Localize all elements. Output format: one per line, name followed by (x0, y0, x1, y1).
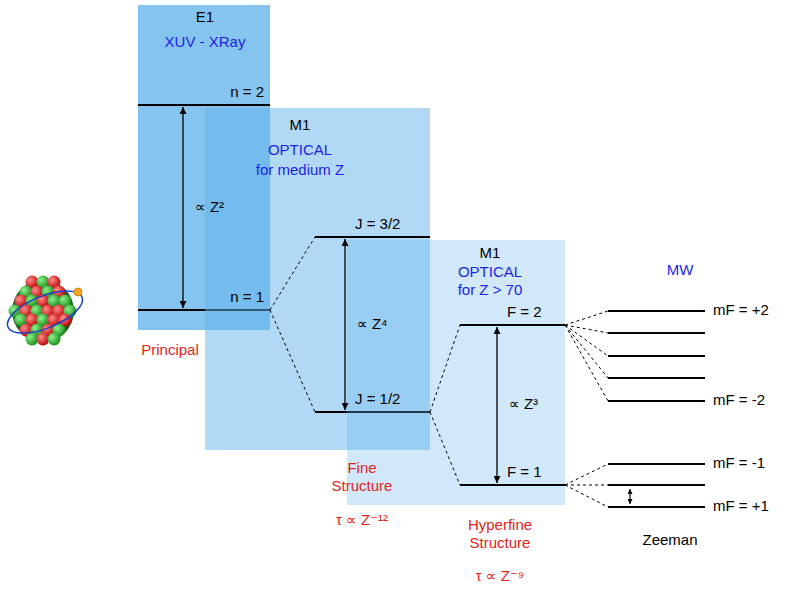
level-label: mF = -1 (713, 454, 765, 472)
text-slot: XUV - XRay (105, 33, 305, 51)
illustration-part (565, 325, 608, 356)
transition-type: M1 (390, 244, 590, 262)
structure-name: Fine Structure (320, 459, 405, 495)
dashed-connector (270, 237, 315, 310)
level-label: F = 1 (507, 463, 542, 481)
text-slot: Principal (70, 341, 270, 359)
illustration-part (608, 355, 705, 357)
level-label: J = 1/2 (355, 390, 400, 408)
energy-level: F = 2 (460, 324, 565, 326)
scaling-label: ∝ Z³ (509, 395, 538, 413)
energy-level: J = 3/2 (315, 236, 430, 238)
text-slot: ∝ Z² (195, 198, 224, 216)
effect-name: Zeeman (610, 531, 730, 549)
energy-level: mF = -1 (608, 463, 705, 465)
text-slot: J = 3/2 (355, 215, 400, 233)
illustration-part (608, 377, 705, 379)
text-slot: ∝ Z⁴ (357, 315, 388, 333)
lifetime-scaling: τ ∝ Z⁻¹² (262, 511, 462, 529)
level-label: n = 2 (230, 83, 264, 101)
dashed-connector (430, 412, 460, 485)
illustration-part (2, 282, 88, 342)
text-slot: mF = +1 (713, 497, 769, 515)
dashed-connector (565, 311, 608, 325)
illustration-part (629, 489, 630, 504)
text-slot: M1 (200, 116, 400, 134)
structure-name: Principal (70, 341, 270, 359)
illustration-part (565, 325, 608, 378)
spectral-region: XUV - XRay (105, 33, 305, 51)
spectral-region: for Z > 70 (390, 281, 590, 299)
illustration-part (565, 325, 608, 333)
scaling-label: ∝ Z⁴ (357, 315, 388, 333)
text-slot: τ ∝ Z⁻⁹ (400, 567, 600, 585)
level-label: F = 2 (507, 303, 542, 321)
scaling-arrow (496, 327, 497, 483)
text-slot: n = 1 (230, 288, 264, 306)
text-slot: OPTICAL (390, 263, 590, 281)
spectral-region: OPTICAL (200, 141, 400, 159)
dashed-connector (565, 464, 608, 485)
text-slot: MW (620, 261, 740, 279)
level-label: mF = +2 (713, 301, 769, 319)
level-label: mF = +1 (713, 497, 769, 515)
structure-name: Hyperfine Structure (458, 516, 543, 552)
illustration-part (608, 332, 705, 334)
spectral-region: for medium Z (200, 161, 400, 179)
dashed-connector (270, 310, 315, 412)
level-label: n = 1 (230, 288, 264, 306)
lifetime-scaling: τ ∝ Z⁻⁹ (400, 567, 600, 585)
text-slot: M1 (390, 244, 590, 262)
energy-level: mF = -2 (608, 400, 705, 402)
text-slot: mF = +2 (713, 301, 769, 319)
text-slot: Fine Structure (320, 459, 405, 495)
text-slot: mF = -2 (713, 391, 765, 409)
text-slot: n = 2 (230, 83, 264, 101)
scaling-arrow (182, 107, 183, 308)
level-label: mF = -2 (713, 391, 765, 409)
energy-level: n = 2 (138, 104, 270, 106)
text-slot: for Z > 70 (390, 281, 590, 299)
illustration-part (74, 288, 82, 296)
text-slot: τ ∝ Z⁻¹² (262, 511, 462, 529)
dashed-connector (565, 485, 608, 507)
transition-type: E1 (105, 8, 305, 26)
transition-type: M1 (200, 116, 400, 134)
text-slot: for medium Z (200, 161, 400, 179)
text-slot: J = 1/2 (355, 390, 400, 408)
illustration-part (608, 484, 705, 486)
text-slot: mF = -1 (713, 454, 765, 472)
dashed-connector (565, 325, 608, 401)
atom (2, 276, 88, 346)
zeeman-sublevels (565, 325, 705, 504)
scaling-label: ∝ Z² (195, 198, 224, 216)
text-slot: ∝ Z³ (509, 395, 538, 413)
illustration-part (565, 325, 608, 485)
text-slot: F = 2 (507, 303, 542, 321)
text-slot: E1 (105, 8, 305, 26)
text-slot: OPTICAL (200, 141, 400, 159)
band-name: MW (620, 261, 740, 279)
transition-band: M1OPTICALfor Z > 70Hyperfine Structureτ … (347, 240, 565, 505)
text-slot: F = 1 (507, 463, 542, 481)
level-label: J = 3/2 (355, 215, 400, 233)
illustration-part (565, 485, 608, 486)
text-slot: Hyperfine Structure (458, 516, 543, 552)
scaling-arrow (344, 239, 345, 410)
spectral-region: OPTICAL (390, 263, 590, 281)
dashed-connector (430, 325, 460, 412)
energy-level: F = 1 (460, 484, 565, 486)
illustration-part (48, 333, 61, 346)
energy-level: mF = +1 (608, 506, 705, 508)
text-slot: Zeeman (610, 531, 730, 549)
energy-level: mF = +2 (608, 310, 705, 312)
